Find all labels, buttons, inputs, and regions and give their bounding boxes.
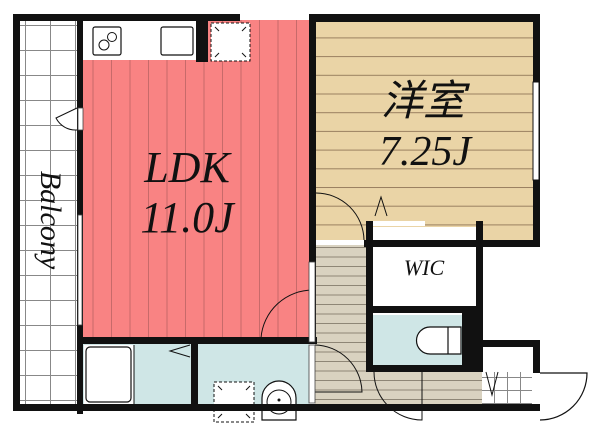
ldk-room: [82, 20, 315, 340]
ldk-label: LDK: [143, 143, 232, 192]
hallway: [314, 240, 482, 421]
balcony: [18, 20, 80, 408]
western-label: 洋室: [381, 79, 470, 125]
toilet-icon: [415, 326, 462, 355]
ldk-size: 11.0J: [140, 193, 236, 242]
bath-room: [82, 343, 192, 405]
western-room: [315, 22, 533, 241]
window-ldk: [77, 214, 83, 326]
window-western: [532, 81, 540, 181]
toilet-room: [373, 315, 462, 370]
western-size: 7.25J: [379, 129, 474, 175]
entrance: [482, 346, 588, 421]
balcony-label: Balcony: [34, 171, 67, 270]
sink-icon: [160, 26, 194, 56]
entrance-door: [539, 372, 588, 421]
wic-label: WIC: [404, 255, 445, 280]
bathtub-icon: [85, 346, 132, 403]
balcony-door: [55, 107, 78, 131]
